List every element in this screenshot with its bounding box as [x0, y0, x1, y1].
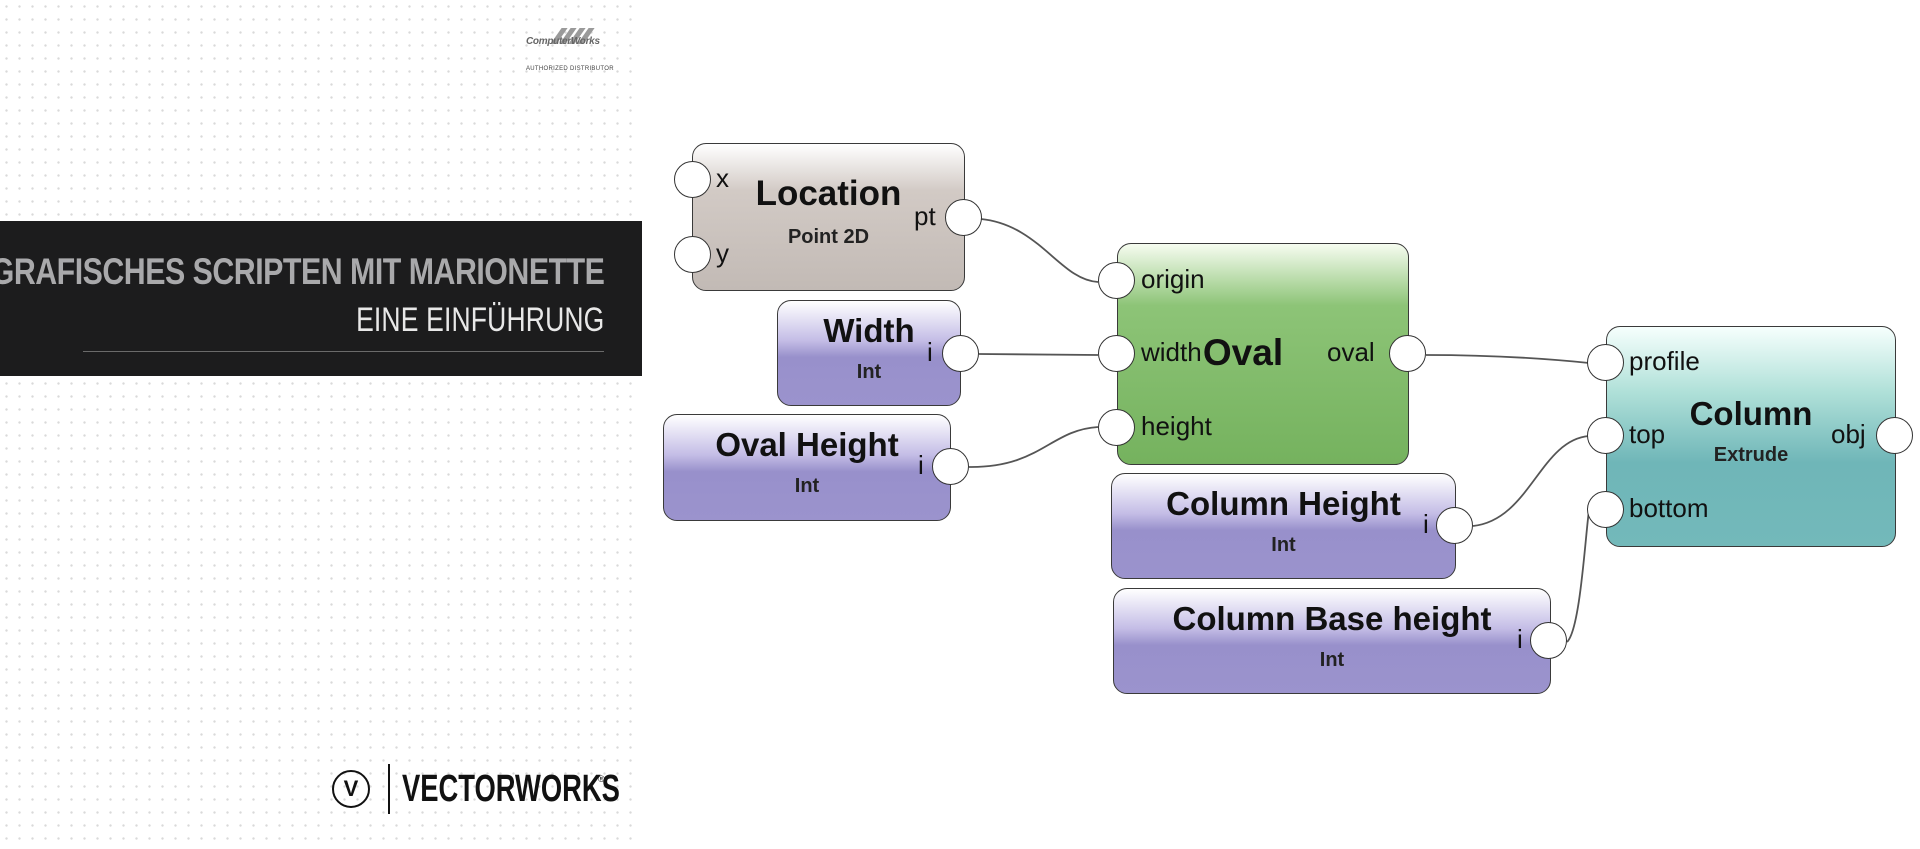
column-height-i-port[interactable]: [1436, 507, 1473, 544]
oval-height-i-label: i: [918, 450, 924, 480]
title-divider: [83, 351, 604, 352]
computerworks-logo: ComputerWorks AUTHORIZED DISTRIBUTOR: [520, 26, 614, 76]
location-y-port[interactable]: [674, 236, 711, 273]
wire-columnheight-to-column: [1472, 435, 1590, 527]
column-base-height-node[interactable]: Column Base height Int: [1113, 588, 1551, 694]
oval-height-node-subtitle: Int: [794, 475, 820, 497]
page-subtitle: EINE EINFÜHRUNG: [355, 301, 604, 339]
width-node-title: Width: [823, 312, 915, 349]
width-node-subtitle: Int: [856, 361, 882, 383]
page-title: GRAFISCHES SCRIPTEN MIT MARIONETTE: [0, 251, 604, 292]
title-panel: ComputerWorks AUTHORIZED DISTRIBUTOR GRA…: [0, 0, 642, 849]
vectorworks-v-icon: V: [332, 770, 370, 808]
location-node-subtitle: Point 2D: [787, 226, 870, 248]
location-pt-label: pt: [914, 201, 936, 231]
column-obj-label: obj: [1831, 419, 1866, 449]
oval-node-title: Oval: [1202, 332, 1284, 373]
width-i-port[interactable]: [942, 335, 979, 372]
oval-height-node[interactable]: Oval Height Int: [663, 414, 951, 521]
location-pt-port[interactable]: [945, 199, 982, 236]
title-banner: GRAFISCHES SCRIPTEN MIT MARIONETTE EINE …: [0, 221, 642, 376]
column-top-port[interactable]: [1587, 417, 1624, 454]
column-base-height-i-port[interactable]: [1530, 622, 1567, 659]
location-x-label: x: [716, 163, 729, 193]
oval-width-port[interactable]: [1098, 335, 1135, 372]
column-node[interactable]: Column Extrude: [1606, 326, 1896, 547]
computerworks-name: ComputerWorks: [526, 36, 600, 47]
column-node-subtitle: Extrude: [1713, 444, 1789, 466]
oval-width-label: width: [1141, 337, 1202, 367]
column-base-height-node-title: Column Base height: [1172, 600, 1492, 637]
location-node-title: Location: [755, 174, 902, 213]
oval-node[interactable]: Oval: [1117, 243, 1409, 465]
oval-oval-port[interactable]: [1389, 335, 1426, 372]
vectorworks-wordmark: VECTORWORKS: [402, 768, 620, 810]
location-x-port[interactable]: [674, 161, 711, 198]
column-bottom-label: bottom: [1629, 493, 1709, 523]
column-height-i-label: i: [1423, 509, 1429, 539]
location-node[interactable]: Location Point 2D: [692, 143, 965, 291]
column-height-node-subtitle: Int: [1271, 534, 1296, 556]
column-base-height-node-subtitle: Int: [1319, 649, 1345, 671]
width-i-label: i: [927, 337, 933, 367]
column-height-node[interactable]: Column Height Int: [1111, 473, 1456, 579]
width-node[interactable]: Width Int: [777, 300, 961, 406]
wire-width-to-oval: [978, 353, 1099, 356]
registered-mark: ®: [598, 774, 605, 784]
computerworks-tagline: AUTHORIZED DISTRIBUTOR: [526, 66, 614, 72]
wire-oval-to-column: [1425, 354, 1590, 364]
oval-origin-label: origin: [1141, 264, 1205, 294]
location-y-label: y: [716, 238, 729, 268]
logo-divider: [388, 764, 390, 814]
column-base-height-i-label: i: [1517, 624, 1523, 654]
column-profile-port[interactable]: [1587, 344, 1624, 381]
column-profile-label: profile: [1629, 346, 1700, 376]
column-bottom-port[interactable]: [1587, 491, 1624, 528]
oval-height-label: height: [1141, 411, 1212, 441]
oval-oval-label: oval: [1327, 337, 1375, 367]
wire-ovalheight-to-oval: [968, 426, 1099, 468]
column-top-label: top: [1629, 419, 1666, 449]
column-node-title: Column: [1689, 395, 1813, 432]
wire-columnbase-to-column: [1566, 509, 1590, 643]
oval-height-i-port[interactable]: [932, 448, 969, 485]
oval-height-port[interactable]: [1098, 409, 1135, 446]
oval-height-node-title: Oval Height: [715, 426, 899, 463]
vectorworks-logo: V VECTORWORKS ®: [330, 764, 620, 820]
column-obj-port[interactable]: [1876, 417, 1913, 454]
oval-origin-port[interactable]: [1098, 262, 1135, 299]
wire-location-to-oval: [980, 218, 1099, 283]
column-height-node-title: Column Height: [1166, 485, 1401, 522]
